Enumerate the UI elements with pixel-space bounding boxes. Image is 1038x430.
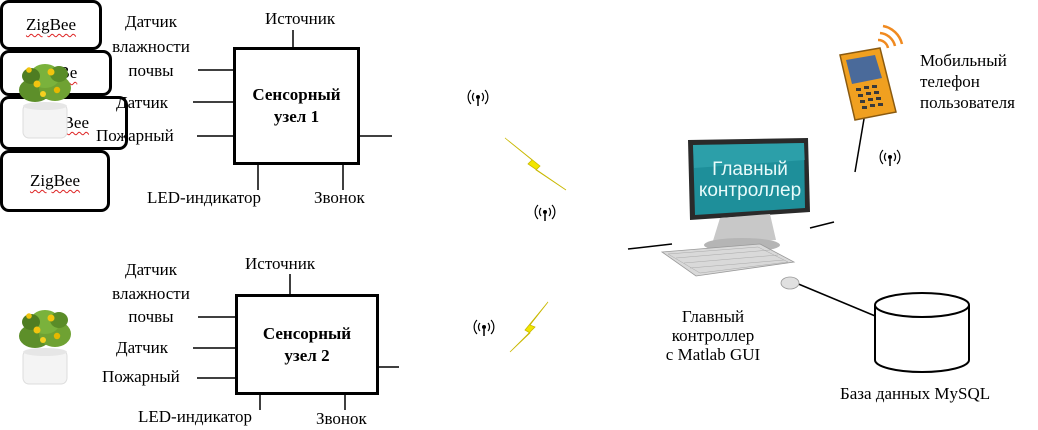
node1-moisture-line1: Датчик (124, 12, 178, 31)
node2-moisture-line3: почвы (128, 307, 174, 326)
screen-line1: Главный (712, 159, 788, 180)
sensor-node-2-title-line2: узел 2 (284, 345, 330, 365)
node2-moisture-line1: Датчик (124, 260, 178, 279)
node1-led-label: LED-индикатор (147, 188, 261, 207)
zigbee-phone-label: ZigBee (29, 171, 81, 190)
controller-screen-text: Главный контроллер (697, 159, 803, 201)
zigbee-node-1: ZigBee (0, 0, 102, 50)
phone-caption-line2: телефон (920, 72, 980, 91)
sensor-node-1-title-line2: узел 1 (273, 107, 320, 126)
controller-caption: Главный контроллер с Matlab GUI (648, 308, 778, 364)
node2-bell-label: Звонок (316, 409, 367, 428)
wireless-link-icon-2 (509, 301, 549, 353)
node1-bell-label: Звонок (314, 188, 365, 207)
antenna-icon-phone-zigbee (879, 149, 901, 167)
node2-led-label: LED-индикатор (138, 407, 252, 426)
node1-wires (193, 30, 392, 190)
node2-wires (193, 274, 399, 410)
controller-caption-line3: с Matlab GUI (665, 345, 761, 364)
phone-caption-line3: пользователя (920, 93, 1015, 112)
node1-moisture-label: Датчик влажности почвы (100, 13, 202, 80)
screen-line2: контроллер (698, 180, 802, 201)
phone-caption: Мобильный телефон пользователя (920, 52, 1015, 112)
network-wires (627, 112, 881, 319)
controller-caption-line2: контроллер (671, 326, 755, 345)
antenna-icon-zigbee2 (473, 319, 495, 337)
antenna-icon-center (534, 204, 556, 222)
node1-fire-label: Пожарный (96, 126, 174, 145)
sensor-node-2: Сенсорный узел 2 (235, 294, 379, 395)
sensor-node-2-title-line1: Сенсорный (262, 323, 352, 343)
phone-caption-line1: Мобильный (920, 51, 1007, 70)
node2-source-label: Источник (245, 254, 316, 273)
database-caption: База данных MySQL (840, 384, 991, 403)
plant-image-1 (18, 63, 72, 139)
wireless-link-icon-1 (504, 137, 567, 191)
node1-moisture-line2: влажности (112, 37, 190, 56)
sensor-node-1: Сенсорный узел 1 (233, 47, 360, 165)
sensor-node-1-title-line1: Сенсорный (252, 85, 341, 104)
node1-sensor-label: Датчик (116, 93, 169, 112)
node2-sensor-label: Датчик (116, 338, 169, 357)
zigbee-node-1-label: ZigBee (25, 15, 77, 34)
node2-fire-label: Пожарный (102, 367, 180, 386)
controller-caption-line1: Главный (681, 307, 745, 326)
database-icon (874, 292, 970, 373)
computer-icon (660, 138, 810, 290)
mobile-phone-icon (839, 24, 904, 121)
node2-moisture-label: Датчик влажности почвы (100, 261, 202, 326)
antenna-icon-zigbee1 (467, 89, 489, 107)
plant-image-2 (18, 309, 72, 385)
node1-source-label: Источник (265, 9, 336, 28)
node1-moisture-line3: почвы (128, 61, 174, 80)
zigbee-phone: ZigBee (0, 150, 110, 212)
node2-moisture-line2: влажности (112, 284, 190, 303)
